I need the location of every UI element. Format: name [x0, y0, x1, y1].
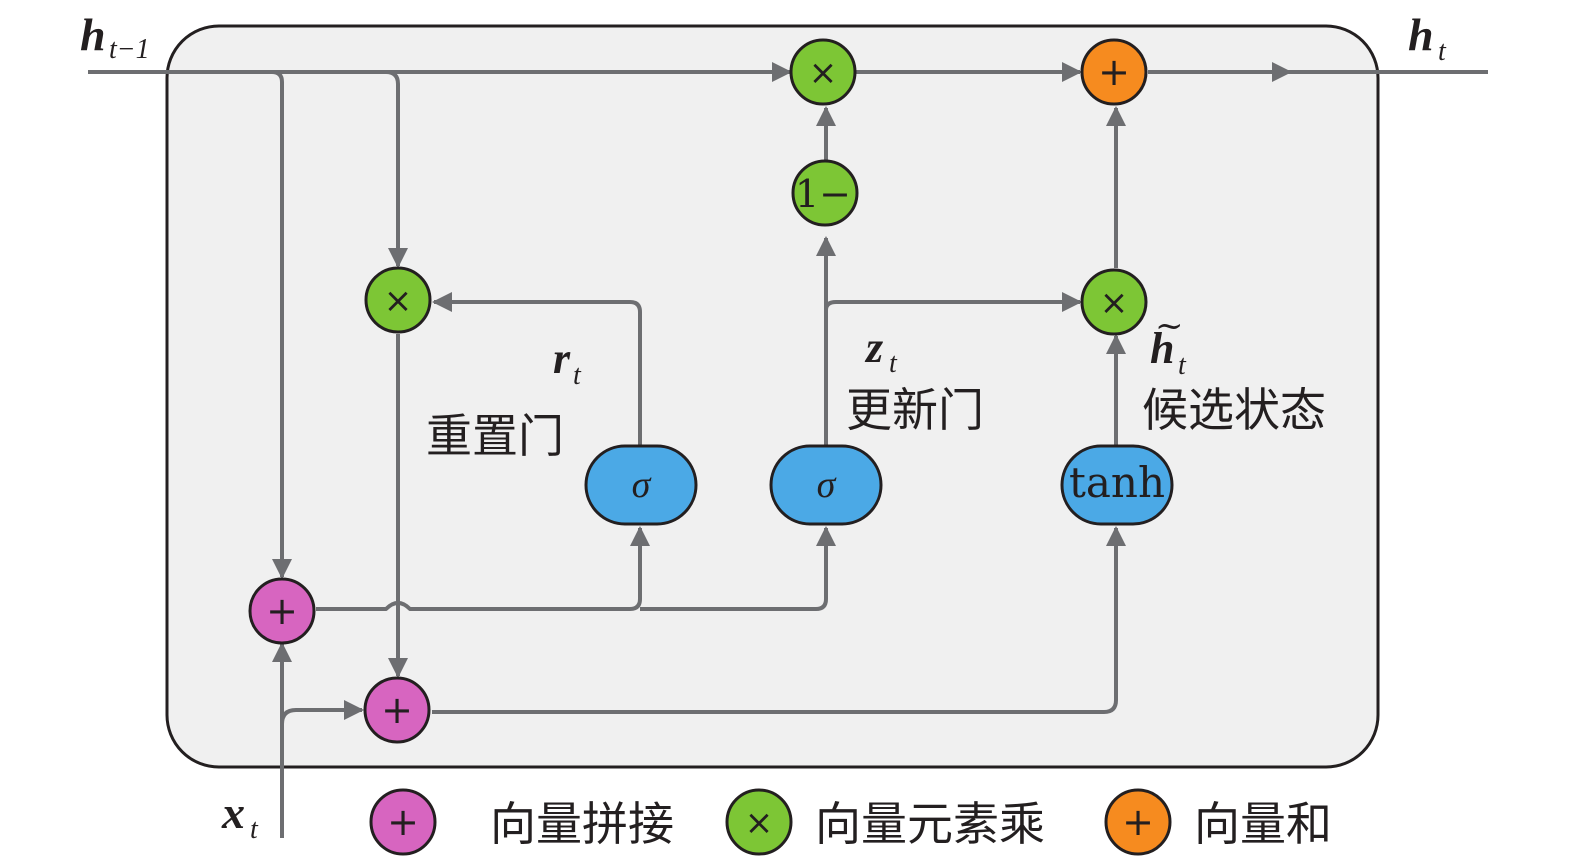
- legend-concat-label: 向量拼接: [490, 797, 674, 851]
- tanh-label: tanh: [1069, 458, 1165, 507]
- reset-gate-text: 重置门: [426, 409, 564, 463]
- concat2-symbol: +: [381, 688, 413, 732]
- wires: [88, 62, 1488, 838]
- legend-sum: + 向量和: [1104, 788, 1332, 856]
- candidate-mult-symbol: ×: [1100, 283, 1129, 323]
- top-mult-symbol: ×: [809, 53, 838, 93]
- legend-mult-symbol: ×: [745, 803, 774, 843]
- wire-hprev-to-reset-mult: [385, 70, 408, 268]
- sum-symbol: +: [1098, 50, 1130, 94]
- x-sub: t: [250, 814, 259, 845]
- candidate-var-main: h: [1150, 324, 1174, 373]
- sum-node: +: [1080, 38, 1148, 106]
- candidate-label: h ~ t 候选状态: [1142, 306, 1326, 437]
- candidate-tilde: ~: [1155, 306, 1184, 346]
- tanh-block: tanh: [1060, 444, 1174, 526]
- wire-hprev-to-concat1: [271, 70, 292, 579]
- reset-var-main: r: [553, 334, 571, 383]
- legend-sum-label: 向量和: [1194, 797, 1332, 851]
- h-prev-sub: t−1: [109, 34, 150, 65]
- update-sigma-block: σ: [769, 444, 883, 526]
- candidate-text: 候选状态: [1142, 383, 1326, 437]
- wire-concat1-to-update-sigma: [640, 526, 836, 611]
- one-minus-node: 1−: [791, 159, 859, 227]
- reset-mult-node: ×: [364, 266, 432, 334]
- concat1-symbol: +: [266, 589, 298, 633]
- reset-gate-label: r t 重置门: [426, 334, 582, 463]
- gru-cell-box: [165, 24, 1380, 769]
- h-prev-label: h t−1: [80, 9, 150, 65]
- reset-var-sub: t: [573, 360, 582, 391]
- wire-concat2-to-tanh: [432, 526, 1126, 714]
- update-var-main: z: [864, 323, 883, 372]
- h-out-label: h t: [1408, 9, 1447, 67]
- update-sigma-label: σ: [817, 464, 837, 506]
- h-prev-main: h: [80, 9, 106, 60]
- x-label: x t: [221, 787, 259, 845]
- wire-reset-sigma-to-mult: [432, 292, 642, 446]
- legend-concat-symbol: +: [387, 800, 419, 844]
- one-minus-symbol: 1−: [795, 172, 851, 216]
- candidate-var-sub: t: [1178, 350, 1187, 381]
- candidate-mult-node: ×: [1080, 268, 1148, 336]
- legend-mult-label: 向量元素乘: [815, 797, 1045, 851]
- wire-update-to-candidate-mult: [824, 292, 1082, 312]
- legend-concat: + 向量拼接: [369, 788, 674, 856]
- legend-mult: × 向量元素乘: [725, 788, 1045, 856]
- x-main: x: [221, 787, 245, 838]
- update-gate-text: 更新门: [846, 383, 984, 437]
- concat2-node: +: [363, 676, 431, 744]
- legend: + 向量拼接 × 向量元素乘 + 向量和: [369, 788, 1332, 856]
- update-gate-label: z t 更新门: [846, 323, 984, 437]
- concat1-node: +: [248, 577, 316, 645]
- h-out-sub: t: [1438, 36, 1447, 67]
- wire-concat1-to-reset-sigma: [316, 526, 650, 611]
- reset-sigma-block: σ: [584, 444, 698, 526]
- wire-x-to-concat2: [280, 700, 364, 725]
- update-var-sub: t: [889, 348, 898, 379]
- reset-sigma-label: σ: [632, 464, 652, 506]
- reset-mult-symbol: ×: [384, 281, 413, 321]
- top-mult-node: ×: [789, 38, 857, 106]
- legend-sum-symbol: +: [1122, 800, 1154, 844]
- h-out-main: h: [1408, 9, 1434, 60]
